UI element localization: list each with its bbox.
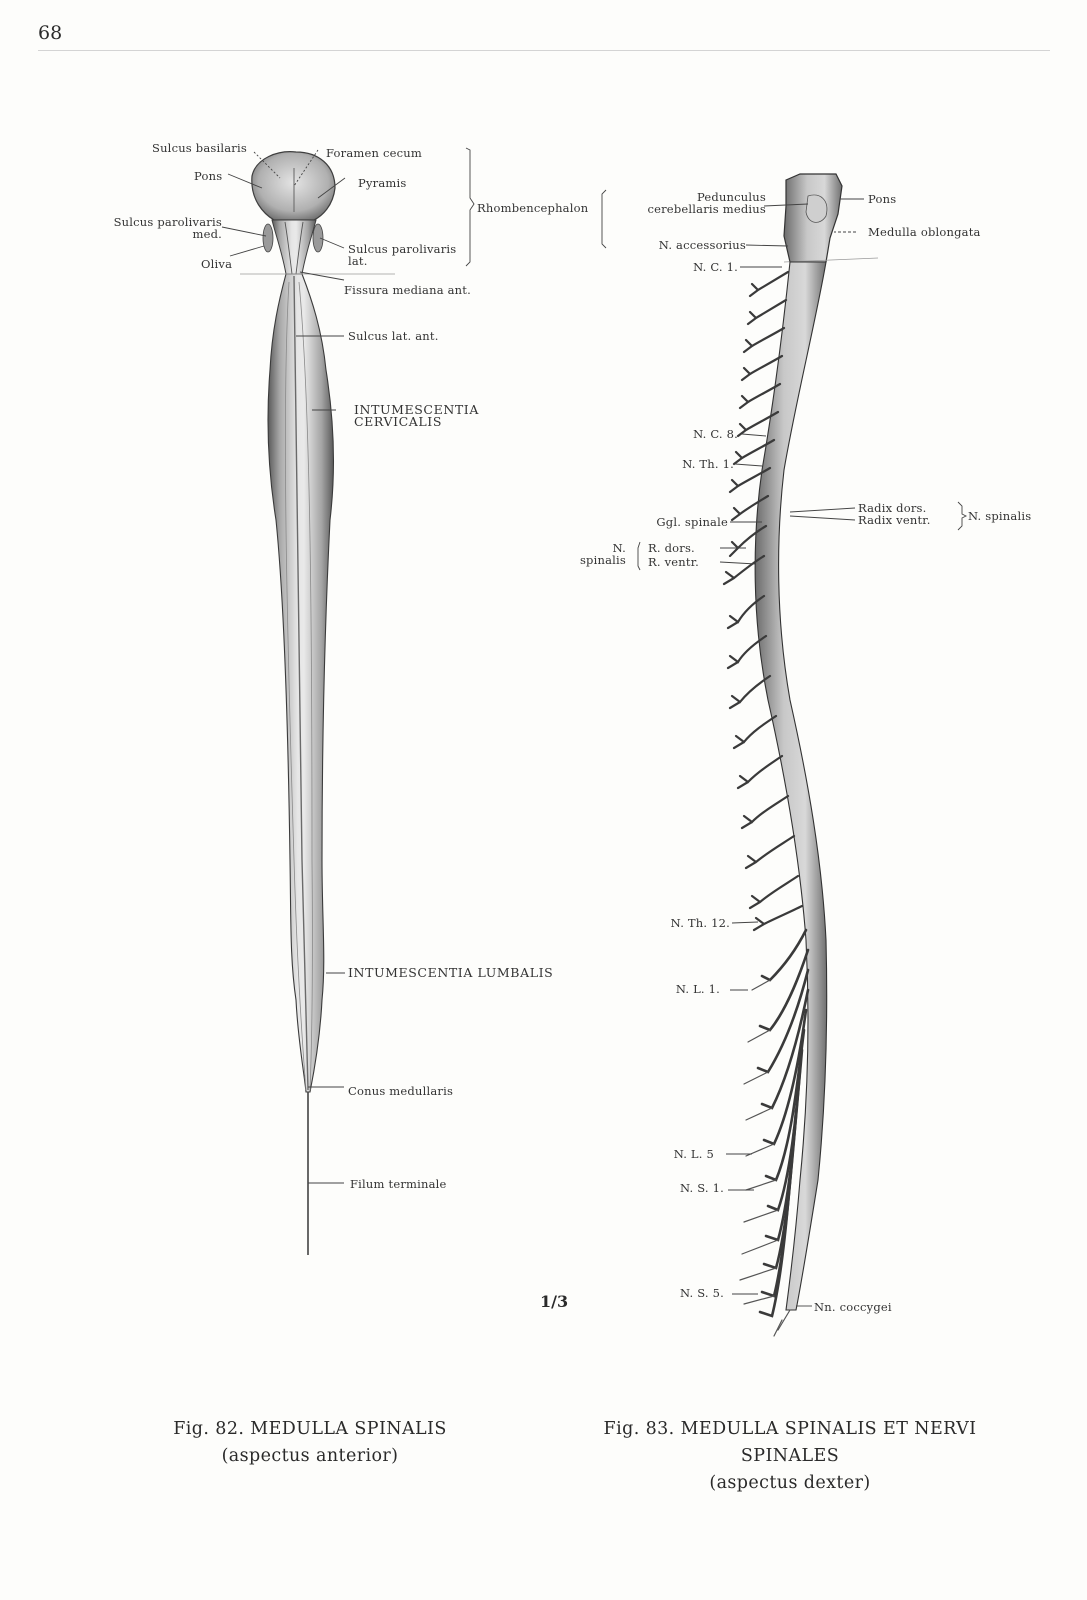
fig82-medulla: [271, 219, 317, 275]
label-intumescentia-cervicalis: INTUMESCENTIA CERVICALIS: [354, 402, 479, 429]
label-ns1: N. S. 1.: [680, 1181, 724, 1195]
label-sulcus-parolivaris-lat-line1: Sulcus parolivaris: [348, 242, 457, 256]
label-nth12: N. Th. 12.: [670, 916, 730, 930]
label-sulcus-parolivaris-med: Sulcus parolivaris med.: [104, 216, 222, 240]
label-ns5: N. S. 5.: [680, 1286, 724, 1300]
label-sulcus-lat-ant: Sulcus lat. ant.: [348, 329, 439, 343]
page-number: 68: [38, 22, 63, 44]
label-medulla-oblongata: Medulla oblongata: [868, 225, 981, 239]
label-n-accessorius: N. accessorius: [658, 238, 746, 252]
label-r-ventr: R. ventr.: [648, 555, 699, 569]
label-intumescentia-lumbalis: INTUMESCENTIA LUMBALIS: [348, 965, 554, 980]
label-rhombencephalon: Rhombencephalon: [477, 201, 589, 215]
label-pedunculus-line1: Pedunculus: [696, 190, 766, 204]
fig82-cord-body: [267, 273, 335, 1093]
fig83-cauda-equina: [756, 928, 810, 1318]
label-n-spinalis-left: N. spinalis: [570, 542, 626, 566]
label-nth1: N. Th. 1.: [682, 457, 734, 471]
fig83-caption-line2: SPINALES: [740, 1446, 840, 1466]
label-nc1: N. C. 1.: [693, 260, 738, 274]
label-n-spinalis-right: N. spinalis: [968, 509, 1032, 523]
label-foramen-cecum: Foramen cecum: [326, 146, 422, 160]
label-nn-coccygei: Nn. coccygei: [814, 1300, 892, 1314]
fig82-leaders: [221, 147, 475, 1184]
label-ggl-spinale: Ggl. spinale: [656, 515, 728, 529]
fig83-cord-body: [754, 261, 828, 1311]
label-pedunculus-line2: cerebellaris medius: [647, 202, 766, 216]
fig83-caption-line3: (aspectus dexter): [709, 1473, 871, 1493]
label-fissura-mediana: Fissura mediana ant.: [344, 283, 471, 297]
label-nl5: N. L. 5: [673, 1147, 714, 1161]
fig82-spinal-cord: [240, 151, 395, 1255]
label-nc8: N. C. 8.: [693, 427, 738, 441]
scale-label: 1/3: [540, 1292, 569, 1311]
label-r-dors: R. dors.: [648, 541, 695, 555]
fig83-spinal-nerves: [722, 270, 804, 932]
label-sulcus-parolivaris-lat: Sulcus parolivaris lat.: [348, 243, 456, 267]
label-sulcus-parolivaris-med-line1: Sulcus parolivaris: [113, 215, 222, 229]
label-pons: Pons: [194, 169, 223, 183]
label-sulcus-parolivaris-med-line2: med.: [192, 227, 222, 241]
fig82-caption-line2: (aspectus anterior): [221, 1446, 399, 1466]
fig82-caption: Fig. 82. MEDULLA SPINALIS (aspectus ante…: [120, 1416, 500, 1470]
fig83-caption: Fig. 83. MEDULLA SPINALIS ET NERVI SPINA…: [565, 1416, 1015, 1497]
label-pedunculus: Pedunculus cerebellaris medius: [620, 191, 766, 215]
label-nl1: N. L. 1.: [675, 982, 720, 996]
label-filum-terminale: Filum terminale: [350, 1177, 447, 1191]
label-n-spinalis-left-line1: N.: [612, 541, 626, 555]
fig83-caption-line1: Fig. 83. MEDULLA SPINALIS ET NERVI: [603, 1419, 977, 1439]
label-intumescentia-cervicalis-line2: CERVICALIS: [354, 414, 443, 429]
label-sulcus-parolivaris-lat-line2: lat.: [348, 254, 368, 268]
header-rule: [38, 50, 1050, 51]
fig83-spinal-cord: [754, 173, 879, 1311]
label-n-spinalis-left-line2: spinalis: [579, 553, 626, 567]
label-pyramis: Pyramis: [358, 176, 407, 190]
fig82-pons: [251, 151, 336, 221]
label-radix-dors: Radix dors.: [858, 501, 927, 515]
label-conus-medullaris: Conus medullaris: [348, 1084, 454, 1098]
label-sulcus-basilaris: Sulcus basilaris: [152, 141, 247, 155]
label-oliva: Oliva: [201, 257, 233, 271]
label-pons-lateral: Pons: [868, 192, 897, 206]
fig83-leaders: [601, 189, 968, 1307]
label-intumescentia-cervicalis-line1: INTUMESCENTIA: [354, 402, 479, 417]
label-radix-ventr: Radix ventr.: [858, 513, 931, 527]
fig82-caption-line1: Fig. 82. MEDULLA SPINALIS: [173, 1419, 447, 1439]
